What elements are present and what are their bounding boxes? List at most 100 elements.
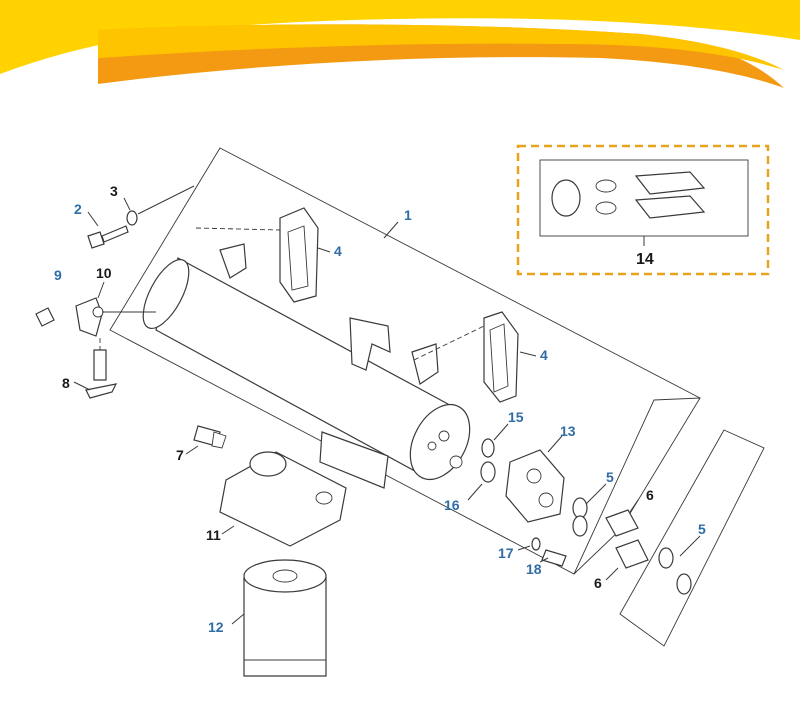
callout-6-upper: 6 — [646, 487, 654, 503]
callout-3: 3 — [110, 183, 118, 199]
callout-4-upper: 4 — [334, 243, 342, 259]
gasket-kit-14 — [516, 144, 770, 276]
bolt-2 — [87, 225, 129, 249]
bolt-head — [87, 231, 105, 249]
bolt-18 — [541, 549, 567, 567]
adapter-13 — [505, 449, 565, 523]
adapter-port — [526, 468, 542, 484]
leader — [73, 381, 91, 391]
kit-dashed-frame — [516, 144, 770, 276]
bracket-right — [411, 343, 439, 385]
callout-13: 13 — [560, 423, 576, 439]
washer-3 — [126, 210, 138, 226]
callout-5-lower: 5 — [698, 521, 706, 537]
gasket-lower-leader — [413, 325, 485, 361]
gasket-lower-window — [489, 323, 509, 393]
callout-17: 17 — [498, 545, 514, 561]
bracket-bottom — [319, 431, 389, 489]
leader — [97, 281, 105, 299]
fitting-7 — [193, 425, 227, 449]
callout-7: 7 — [176, 447, 184, 463]
o-ring-5-lower — [658, 547, 674, 569]
leader — [629, 499, 639, 513]
leader — [383, 221, 399, 239]
callout-4-lower: 4 — [540, 347, 548, 363]
callout-5-upper: 5 — [606, 469, 614, 485]
filter-canister — [243, 577, 327, 677]
valve-stem — [93, 349, 107, 381]
leader — [317, 247, 331, 253]
kit-gasket — [634, 195, 706, 219]
leader — [585, 483, 607, 505]
callout-10: 10 — [96, 265, 112, 281]
leader — [547, 435, 563, 453]
callout-11: 11 — [206, 527, 221, 543]
leader — [679, 535, 701, 557]
callout-14: 14 — [636, 251, 654, 268]
filter-head-boss — [249, 451, 287, 477]
cooler-end-hole — [449, 455, 463, 469]
drain-valve-8 — [85, 338, 118, 399]
filter-head-port — [315, 491, 333, 505]
gasket-upper — [279, 207, 319, 303]
o-ring-5-upper — [572, 515, 588, 537]
callout-1: 1 — [404, 207, 412, 223]
leader — [87, 211, 99, 227]
valve-handle — [85, 383, 118, 399]
banner-bright-band — [0, 0, 800, 74]
bracket-left — [219, 243, 247, 279]
filter-head-11 — [219, 451, 347, 547]
callout-16: 16 — [444, 497, 460, 513]
callout-15: 15 — [508, 409, 524, 425]
cooler-end-hole — [427, 441, 437, 451]
kit-seal — [595, 201, 617, 215]
leader — [123, 197, 131, 211]
callout-labels: 1 2 3 4 4 5 5 6 6 7 8 9 10 11 12 13 15 1… — [54, 183, 706, 635]
connector-upper-6 — [605, 509, 639, 537]
kit-seal — [595, 179, 617, 193]
callout-18: 18 — [526, 561, 542, 577]
washer-17 — [531, 537, 541, 551]
fitting-hex — [211, 431, 227, 449]
leader — [493, 423, 509, 441]
banner-mid-swoosh — [98, 24, 784, 70]
callout-8: 8 — [62, 375, 70, 391]
leader — [221, 525, 235, 535]
connector-lower-6 — [615, 539, 649, 569]
cooler-end-left — [142, 259, 190, 329]
leader — [517, 545, 531, 551]
tee-port — [92, 306, 104, 318]
gasket-lower — [483, 311, 519, 403]
leader — [519, 351, 537, 357]
leader — [467, 483, 483, 501]
filter-center-port — [272, 569, 298, 583]
o-ring-5-lower — [676, 573, 692, 595]
leader — [231, 613, 245, 625]
seal-16 — [480, 461, 496, 483]
connector-upper-body — [605, 509, 639, 537]
callout-12: 12 — [208, 619, 224, 635]
connector-lower-body — [615, 539, 649, 569]
kit-gasket — [634, 171, 706, 195]
plug-body — [35, 307, 55, 327]
side-strip-2 — [619, 429, 765, 647]
cooler-end-hole — [438, 430, 450, 442]
oil-filter-12 — [243, 559, 327, 677]
bolt-shank — [101, 225, 129, 243]
leader-lines — [73, 197, 701, 625]
filter-head-body — [219, 451, 347, 547]
header-banner — [0, 0, 800, 88]
bolt-18-body — [541, 549, 567, 567]
callout-9: 9 — [54, 267, 62, 283]
seal-15 — [481, 438, 495, 458]
bracket-middle — [349, 317, 391, 371]
kit-spring — [551, 179, 581, 217]
washer-leader — [137, 185, 195, 215]
gasket-upper-leader — [195, 227, 281, 231]
leader — [185, 445, 199, 455]
gasket-upper-window — [287, 225, 309, 291]
leader — [605, 567, 619, 581]
adapter-port — [538, 492, 554, 508]
